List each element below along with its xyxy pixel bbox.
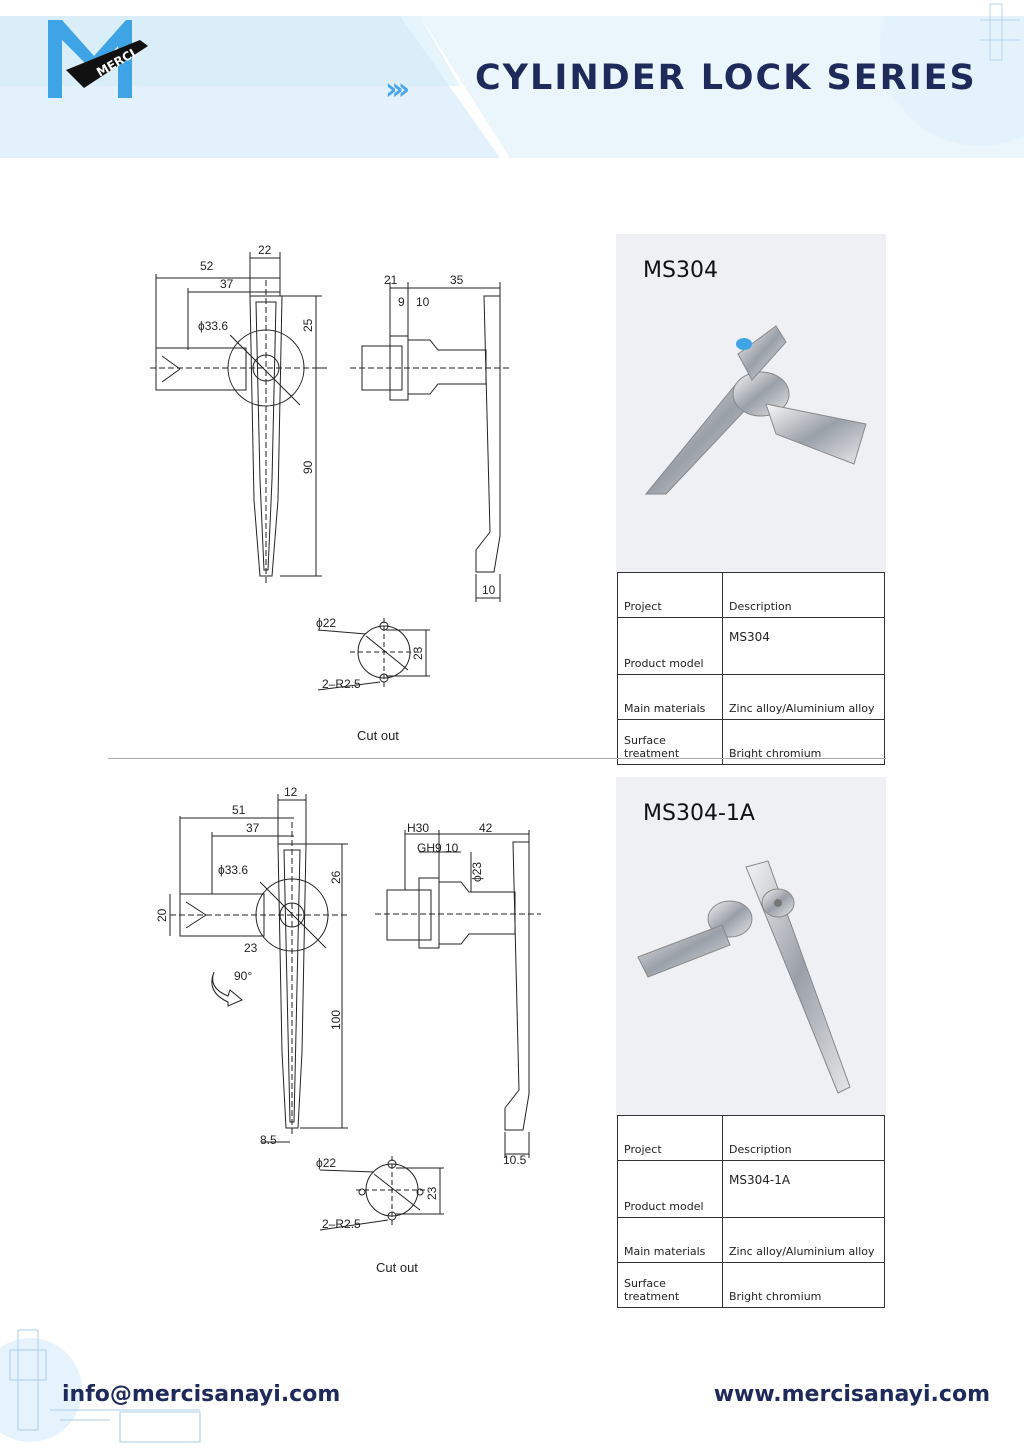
dim-35: 35 (450, 273, 464, 287)
cutout-r25: 2–R2.5 (322, 1217, 361, 1231)
dim-52: 52 (200, 259, 214, 273)
dim-42: 42 (479, 821, 493, 835)
dim-10-5: 10.5 (503, 1153, 527, 1167)
table-row: Project Description (617, 1115, 885, 1161)
cutout-23: 23 (425, 1186, 439, 1200)
table-row: Main materials Zinc alloy/Aluminium allo… (617, 674, 885, 720)
dim-10b: 10 (482, 583, 496, 597)
dim-20: 20 (155, 908, 169, 922)
dim-gh9: GH9 (417, 841, 442, 855)
dim-90: 90 (301, 460, 315, 474)
table-cell: Product model (617, 1160, 723, 1218)
product1-cutout-drawing: ϕ22 23 2–R2.5 (310, 612, 440, 700)
dim-10: 10 (445, 841, 459, 855)
dim-d33-6: ϕ33.6 (218, 863, 248, 877)
product1-photo (644, 325, 867, 495)
dim-h30: H30 (407, 821, 429, 835)
cutout-d22: ϕ22 (316, 1156, 336, 1170)
table-cell: Bright chromium (722, 1262, 885, 1308)
table-cell: Surface treatment (617, 1262, 723, 1308)
dim-22: 22 (258, 243, 272, 257)
product-model-title: MS304 (643, 258, 718, 283)
dim-26: 26 (329, 870, 343, 884)
product1-spec-table: Project Description Product model MS304 … (617, 572, 885, 765)
table-cell: Bright chromium (722, 719, 885, 765)
table-row: Surface treatment Bright chromium (617, 1262, 885, 1308)
section-divider (108, 758, 886, 759)
table-cell: Surface treatment (617, 719, 723, 765)
cutout-d22: ϕ22 (316, 616, 336, 630)
dim-9: 9 (398, 295, 405, 309)
table-header-project: Project (617, 1115, 723, 1161)
table-row: Main materials Zinc alloy/Aluminium allo… (617, 1217, 885, 1263)
table-cell: MS304-1A (722, 1160, 885, 1218)
table-header-description: Description (722, 572, 885, 618)
footer-email-link[interactable]: info@mercisanayi.com (62, 1382, 341, 1407)
table-cell: Main materials (617, 1217, 723, 1263)
chevrons-icon: ››› (385, 72, 410, 107)
table-row: Project Description (617, 572, 885, 618)
dim-37: 37 (220, 277, 234, 291)
table-row: Surface treatment Bright chromium (617, 719, 885, 765)
dim-12: 12 (284, 785, 298, 799)
table-cell: Product model (617, 617, 723, 675)
cutout-label: Cut out (357, 728, 399, 743)
header-blueprint-decoration (980, 3, 1020, 61)
table-cell: Main materials (617, 674, 723, 720)
product1-panel: MS304 (616, 234, 886, 574)
footer-website-link[interactable]: www.mercisanayi.com (713, 1382, 990, 1407)
merci-logo: MERCI (48, 20, 148, 98)
dim-37: 37 (246, 821, 260, 835)
table-row: Product model MS304-1A (617, 1160, 885, 1218)
table-cell: Zinc alloy/Aluminium alloy (722, 674, 885, 720)
dim-21: 21 (384, 273, 398, 287)
page-title: CYLINDER LOCK SERIES (475, 58, 977, 98)
table-row: Product model MS304 (617, 617, 885, 675)
table-header-project: Project (617, 572, 723, 618)
dim-51: 51 (232, 803, 246, 817)
table-cell: MS304 (722, 617, 885, 675)
product1-front-drawing: 52 37 22 ϕ33.6 25 90 (150, 240, 350, 590)
product-model-title: MS304-1A (643, 801, 755, 826)
cutout-label: Cut out (376, 1260, 418, 1275)
product2-side-drawing: H30 42 GH9 10 ϕ23 10.5 (375, 818, 545, 1168)
dim-100: 100 (329, 1010, 343, 1030)
table-cell: Zinc alloy/Aluminium alloy (722, 1217, 885, 1263)
dim-d33-6: ϕ33.6 (198, 319, 228, 333)
dim-d23: ϕ23 (470, 862, 484, 882)
dim-10: 10 (416, 295, 430, 309)
dim-90deg: 90° (234, 969, 252, 983)
header-band (0, 16, 1024, 158)
cutout-23: 23 (411, 646, 425, 660)
table-header-description: Description (722, 1115, 885, 1161)
dim-8-5: 8.5 (260, 1133, 277, 1147)
dim-25: 25 (301, 318, 315, 332)
product2-photo (637, 860, 851, 1094)
cutout-r25: 2–R2.5 (322, 677, 361, 691)
product2-cutout-drawing: ϕ22 23 2–R2.5 (312, 1152, 452, 1240)
product2-front-drawing: 51 37 12 ϕ33.6 26 20 23 90° 100 8.5 (150, 782, 360, 1162)
product2-spec-table: Project Description Product model MS304-… (617, 1115, 885, 1308)
footer-blueprint-decoration (0, 1329, 201, 1443)
product2-panel: MS304-1A (616, 777, 886, 1117)
product1-side-drawing: 21 35 9 10 10 (350, 270, 520, 610)
dim-23: 23 (244, 941, 258, 955)
